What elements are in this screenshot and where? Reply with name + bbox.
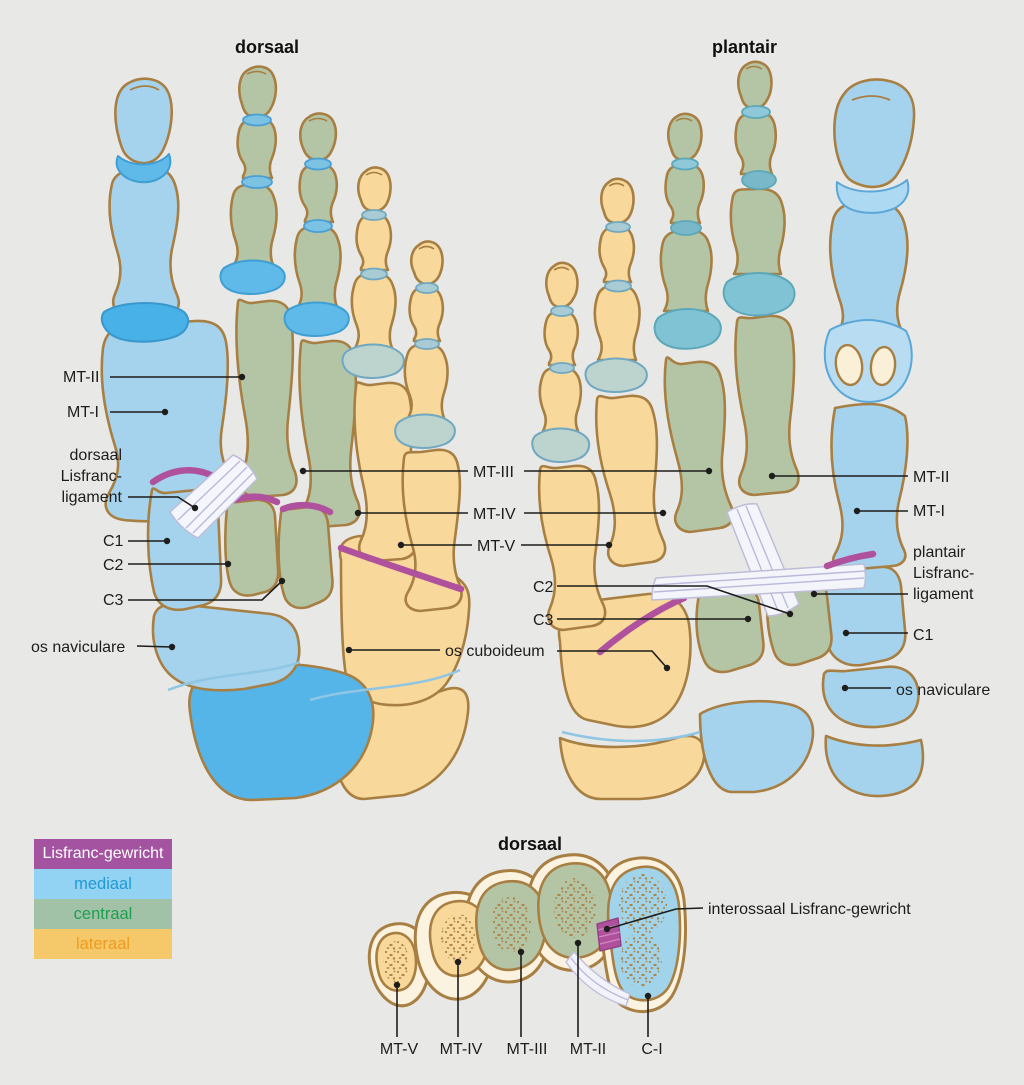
- label-os-naviculare-right: os naviculare: [896, 682, 991, 699]
- sesamoid-bones: [834, 343, 897, 387]
- hallux-distal-left: [114, 77, 173, 165]
- label-line: ligament: [913, 586, 974, 603]
- right-foot-plantar-view: [531, 60, 925, 801]
- mt1-right: [830, 402, 909, 572]
- c3-left: [277, 505, 334, 610]
- leader-lines: [110, 376, 908, 1037]
- label-c3-middle: C3: [533, 612, 554, 629]
- label-mt3-middle: MT-III: [473, 464, 514, 481]
- lisfranc-joint-line-left: [149, 467, 465, 593]
- label-mt2-bottom: MT-II: [569, 1041, 607, 1058]
- mt3-right: [663, 356, 735, 534]
- legend-item-lateraal: lateraal: [34, 929, 172, 959]
- left-foot-dorsal-view: [100, 65, 471, 802]
- mt2-right: [734, 314, 800, 497]
- plantar-lisfranc-ligament: [651, 503, 867, 617]
- label-mt1-right: MT-I: [913, 503, 945, 520]
- trabecular-speckles: [383, 874, 667, 987]
- label-c1-bottom: C-I: [641, 1041, 663, 1058]
- ip-joint-left: [115, 153, 172, 184]
- label-c1-left: C1: [103, 533, 124, 550]
- label-c3-left: C3: [103, 592, 124, 609]
- label-mt5-bottom: MT-V: [379, 1041, 419, 1058]
- calcaneus-right: [558, 734, 706, 801]
- c2-left: [224, 498, 280, 597]
- label-mt4-middle: MT-IV: [473, 506, 516, 523]
- legend-item-mediaal: mediaal: [34, 869, 172, 899]
- label-mt4-bottom: MT-IV: [439, 1041, 483, 1058]
- c3-right: [695, 586, 765, 674]
- label-dorsal-lisfranc-ligament: dorsaal Lisfranc- ligament: [40, 445, 122, 508]
- dorsal-lisfranc-ligament: [169, 454, 258, 539]
- label-line: Lisfranc-: [60, 468, 122, 485]
- interosseous-ligament: [596, 917, 622, 952]
- label-mt2-left: MT-II: [63, 369, 100, 386]
- talus-right: [698, 699, 815, 794]
- label-interosseous-lisfranc: interossaal Lisfranc-gewricht: [708, 901, 911, 918]
- hallux-proximal-left: [108, 166, 181, 318]
- view-title-dorsal: dorsaal: [235, 37, 300, 57]
- label-os-cuboideum: os cuboideum: [445, 643, 545, 660]
- mt2-left: [235, 298, 298, 499]
- label-line: dorsaal: [69, 447, 122, 464]
- mt4-right: [594, 394, 667, 568]
- view-title-cross-section: dorsaal: [498, 834, 563, 854]
- ip-joint-right: [835, 179, 910, 214]
- label-c2-left: C2: [103, 557, 124, 574]
- label-mt5-middle: MT-V: [477, 538, 516, 555]
- color-legend: Lisfranc-gewricht mediaal centraal later…: [34, 839, 172, 959]
- mt5-right: [537, 464, 607, 632]
- hallux-distal-right: [833, 78, 916, 189]
- legend-item-centraal: centraal: [34, 899, 172, 929]
- label-dots: [161, 373, 861, 1000]
- cross-section-view: [367, 853, 687, 1014]
- label-plantar-lisfranc-ligament: plantair Lisfranc- ligament: [913, 542, 1003, 605]
- label-mt2-right: MT-II: [913, 469, 950, 486]
- mt3-left: [298, 339, 361, 529]
- legend-item-lisfranc-gewricht: Lisfranc-gewricht: [34, 839, 172, 869]
- label-line: plantair: [913, 544, 966, 561]
- mtp1-joint-left: [100, 302, 190, 343]
- label-line: Lisfranc-: [913, 565, 975, 582]
- label-c1-right: C1: [913, 627, 934, 644]
- view-title-plantar: plantair: [712, 37, 778, 57]
- label-line: ligament: [61, 489, 122, 506]
- label-mt3-bottom: MT-III: [506, 1041, 548, 1058]
- label-mt1-left: MT-I: [67, 404, 99, 421]
- plantar-band-section: [565, 951, 631, 1007]
- os-naviculare-right: [821, 665, 920, 729]
- label-os-naviculare-left: os naviculare: [31, 639, 126, 656]
- label-c2-middle: C2: [533, 579, 554, 596]
